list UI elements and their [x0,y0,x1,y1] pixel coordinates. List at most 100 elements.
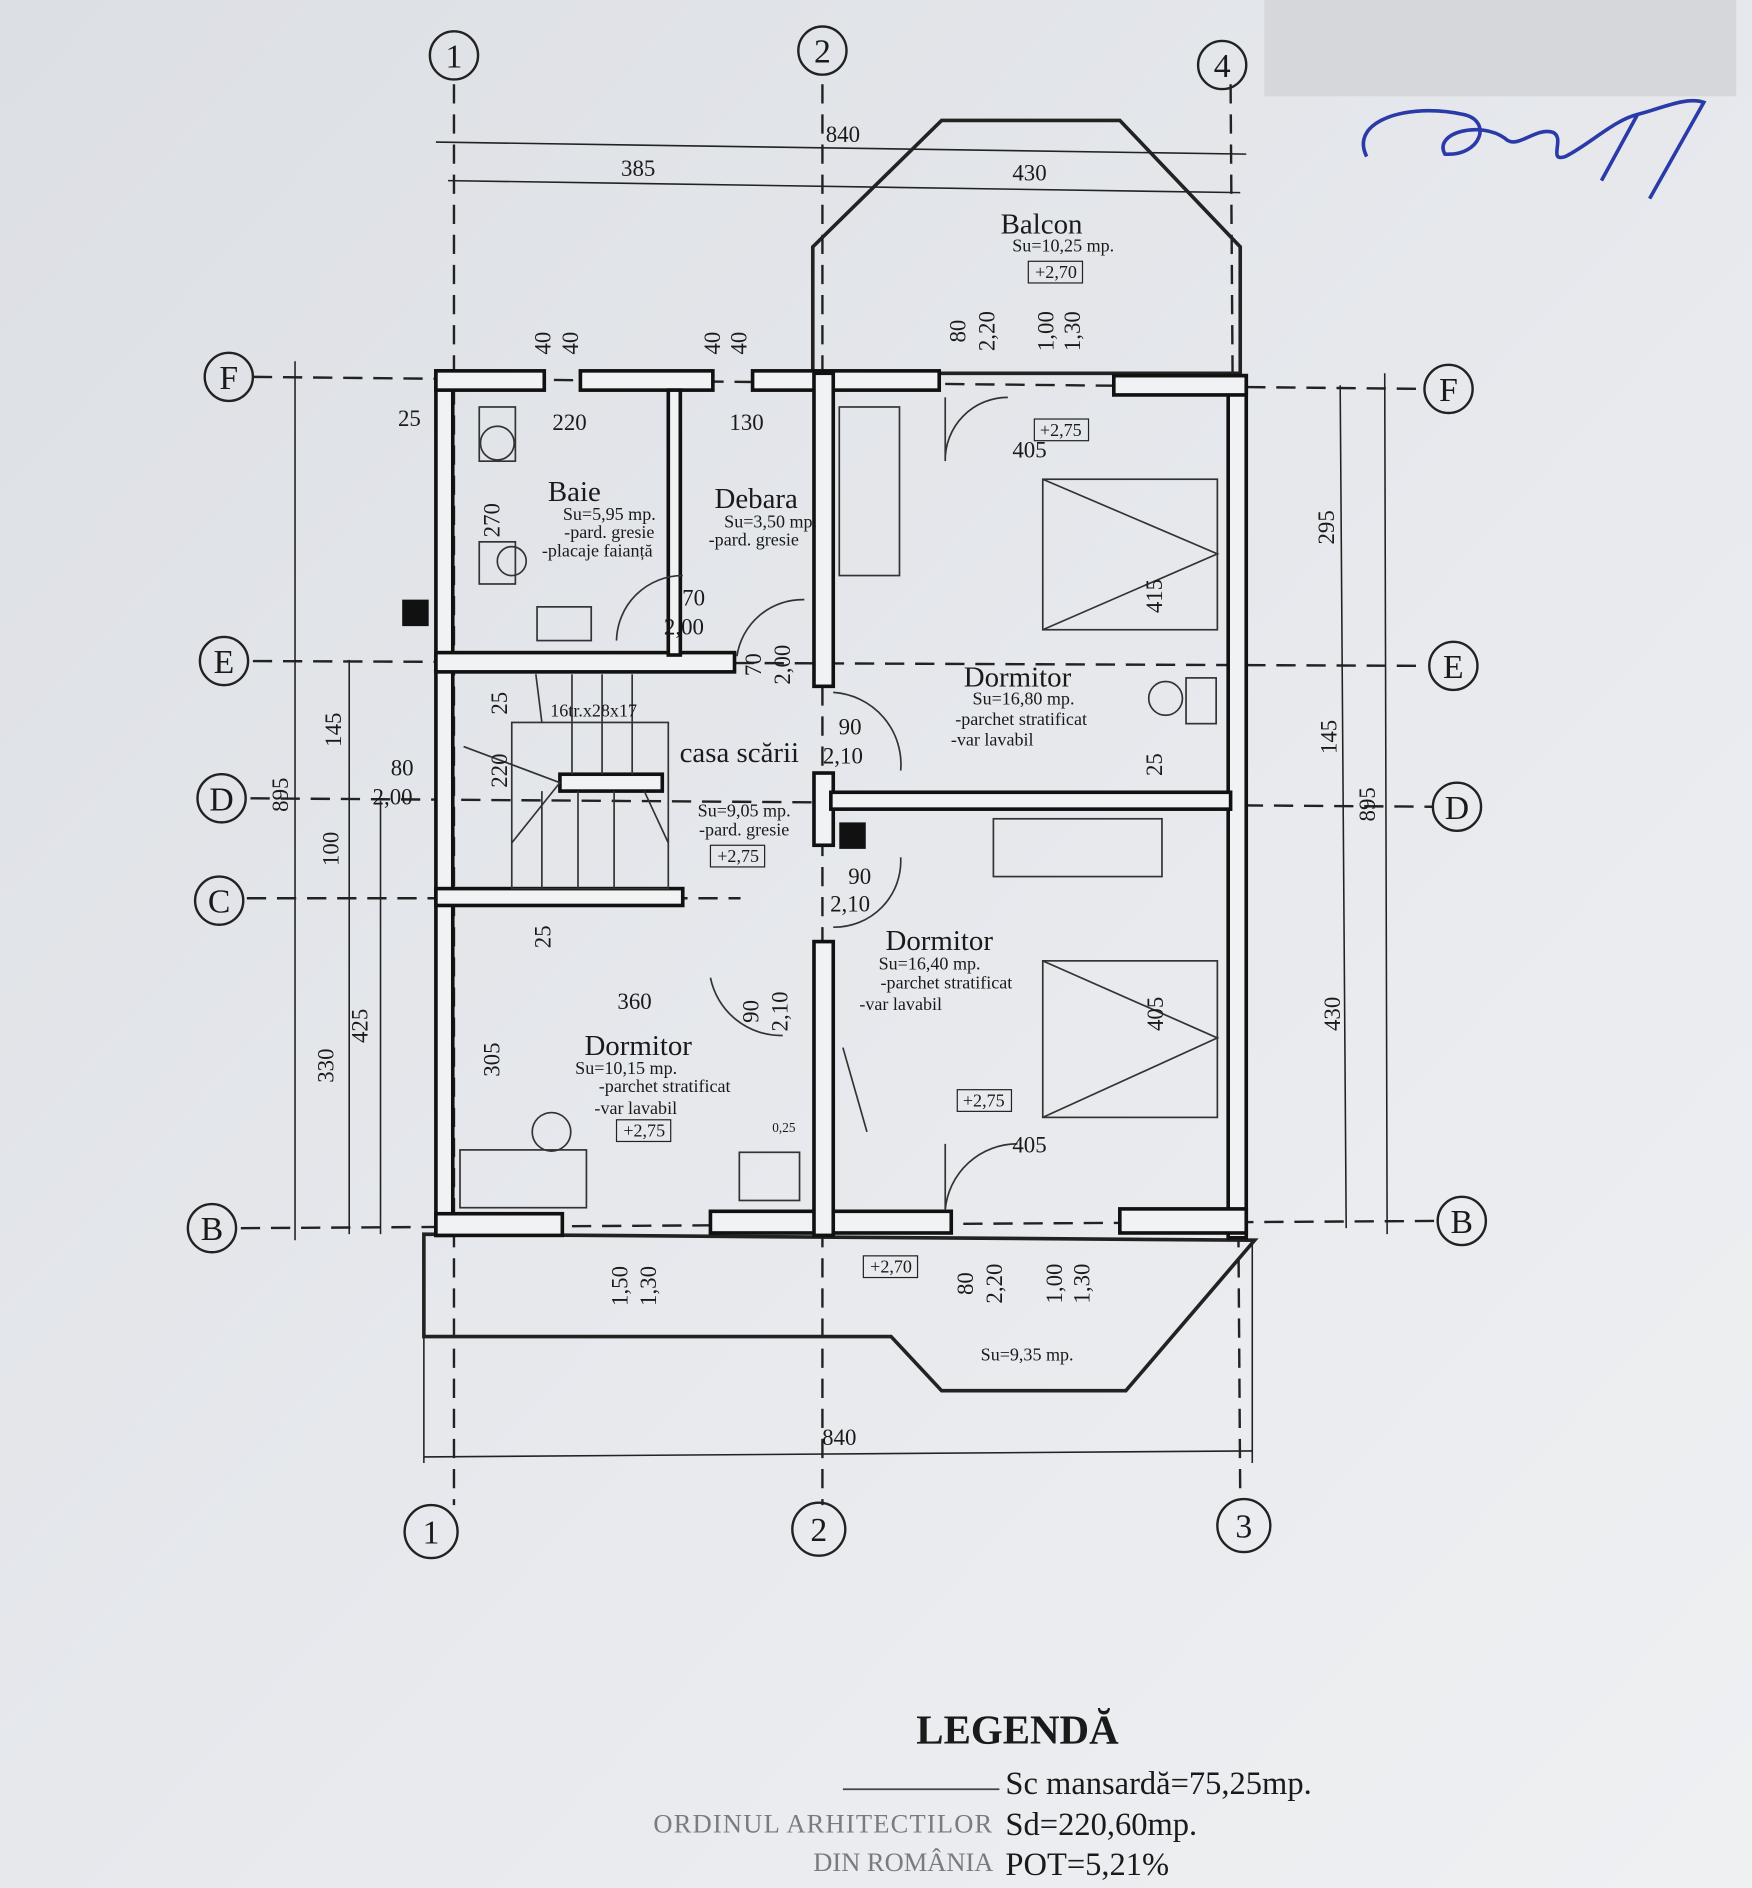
axis-left-F: F [219,360,238,397]
room-finish: -pard. gresie [709,529,799,549]
dimension-lines [294,141,1388,1463]
level-mark: +2,75 [623,1121,665,1141]
dim-label: 40 [558,332,583,355]
balcony-top-outline [810,118,1243,376]
dim-label: 0,25 [772,1120,796,1135]
axis-top-2: 2 [814,34,831,71]
room-finish: -pard. gresie [564,522,654,542]
axis-left-D: D [209,781,233,818]
axis-bottom-2: 2 [810,1512,827,1549]
dim-label: 40 [727,332,752,355]
room-area: Su=10,15 mp. [575,1058,677,1078]
axis-right-B: B [1451,1204,1473,1241]
dim-label: 25 [1142,753,1167,776]
room-finish: -var lavabil [594,1098,677,1118]
dim-label: 220 [552,410,586,435]
room-finish: -placaje faianță [542,540,653,560]
room-finish: -parchet stratificat [881,973,1013,993]
signature [1361,98,1707,200]
dim-label: 405 [1012,438,1046,463]
dim-label: 270 [480,503,505,537]
level-marks: +2,70 +2,75 +2,75 +2,75 +2,75 +2,70 [615,260,1090,1279]
dim-label: 40 [700,332,725,355]
room-name-dormitor: Dormitor [885,925,993,957]
dim-label: 2,10 [823,743,863,768]
dim-label: 220 [487,753,512,787]
legend-sc: Sc mansardă=75,25mp. [1005,1766,1311,1802]
axis-bottom-3: 3 [1235,1509,1252,1546]
room-name-balcon: Balcon [1001,209,1083,241]
dim-label: 1,00 [1042,1264,1067,1304]
dim-label: 430 [1320,997,1345,1031]
dim-label: 1,30 [1070,1264,1095,1304]
balcony-bottom-outline [422,1232,1259,1393]
level-mark: +2,70 [870,1257,912,1277]
room-area: Su=9,05 mp. [698,800,791,820]
axis-labels: 1 2 4 1 2 3 F E D C B F E D B [186,25,1488,1560]
room-name-dormitor: Dormitor [584,1030,692,1062]
room-finish: -pard. gresie [699,820,789,840]
dim-label: 405 [1012,1132,1046,1157]
dim-label: 2,20 [975,311,1000,351]
dim-label: 415 [1142,579,1167,613]
dim-label: 840 [822,1425,856,1450]
dim-label: 1,30 [636,1266,661,1306]
stamp-text: ORDINUL ARHITECTILOR [653,1809,993,1839]
dim-label: 145 [1317,720,1342,754]
redaction-box [1264,0,1737,97]
axis-right-D: D [1445,790,1469,827]
room-name-debara: Debara [715,483,799,515]
dim-label: 895 [268,778,293,812]
dim-label: 295 [1314,510,1339,544]
dim-label: 2,00 [770,645,795,685]
room-area: Su=16,40 mp. [879,953,981,973]
dim-label: 385 [621,156,655,181]
room-area: Su=10,25 mp. [1012,236,1114,256]
dim-label: 70 [682,586,705,611]
dim-label: 25 [398,406,421,431]
dim-label: 100 [318,832,343,866]
dim-label: 2,10 [830,891,870,916]
dim-label: 1,50 [607,1266,632,1306]
chimney-icon [839,822,866,849]
dim-label: 360 [617,989,651,1014]
stairs-spec: 16tr.x28x17 [550,700,637,720]
stamp-text: DIN ROMÂNIA [813,1847,993,1877]
axis-left-C: C [208,884,230,921]
axis-right-E: E [1443,649,1464,686]
level-mark: +2,75 [1040,420,1082,440]
legend: LEGENDĂ Sc mansardă=75,25mp. Sd=220,60mp… [653,1708,1311,1883]
dim-label: 40 [530,332,555,355]
dimension-labels: 840 385 430 40 40 40 40 80 2,20 1,00 1,3… [268,122,1380,1450]
legend-sd: Sd=220,60mp. [1005,1807,1197,1843]
level-mark: +2,70 [1035,262,1077,282]
dim-label: 70 [741,653,766,676]
dim-label: 130 [729,410,763,435]
furniture [459,396,1220,1211]
room-finish: -var lavabil [951,729,1034,749]
room-finish: -parchet stratificat [599,1076,731,1096]
dim-label: 145 [321,713,346,747]
level-mark: +2,75 [963,1091,1005,1111]
room-name-baie: Baie [548,476,601,508]
stairs [463,674,670,890]
room-name-casa-scarii: casa scării [680,737,799,769]
axis-bottom-1: 1 [423,1515,440,1552]
dim-label: 330 [314,1048,339,1082]
dim-label: 1,30 [1060,311,1085,351]
dim-label: 305 [480,1042,505,1076]
room-area: Su=5,95 mp. [563,504,656,524]
dim-label: 25 [530,925,555,948]
room-area: Su=3,50 mp. [724,511,817,531]
room-name-dormitor: Dormitor [964,661,1072,693]
axis-right-F: F [1439,372,1458,409]
dim-label: 2,20 [982,1264,1007,1304]
walls [434,369,1249,1240]
room-finish: -parchet stratificat [955,709,1087,729]
room-labels: Balcon Su=10,25 mp. Baie Su=5,95 mp. -pa… [542,209,1114,1365]
dim-label: 425 [347,1009,372,1043]
chimney-icon [402,599,429,627]
dim-label: 90 [848,864,871,889]
